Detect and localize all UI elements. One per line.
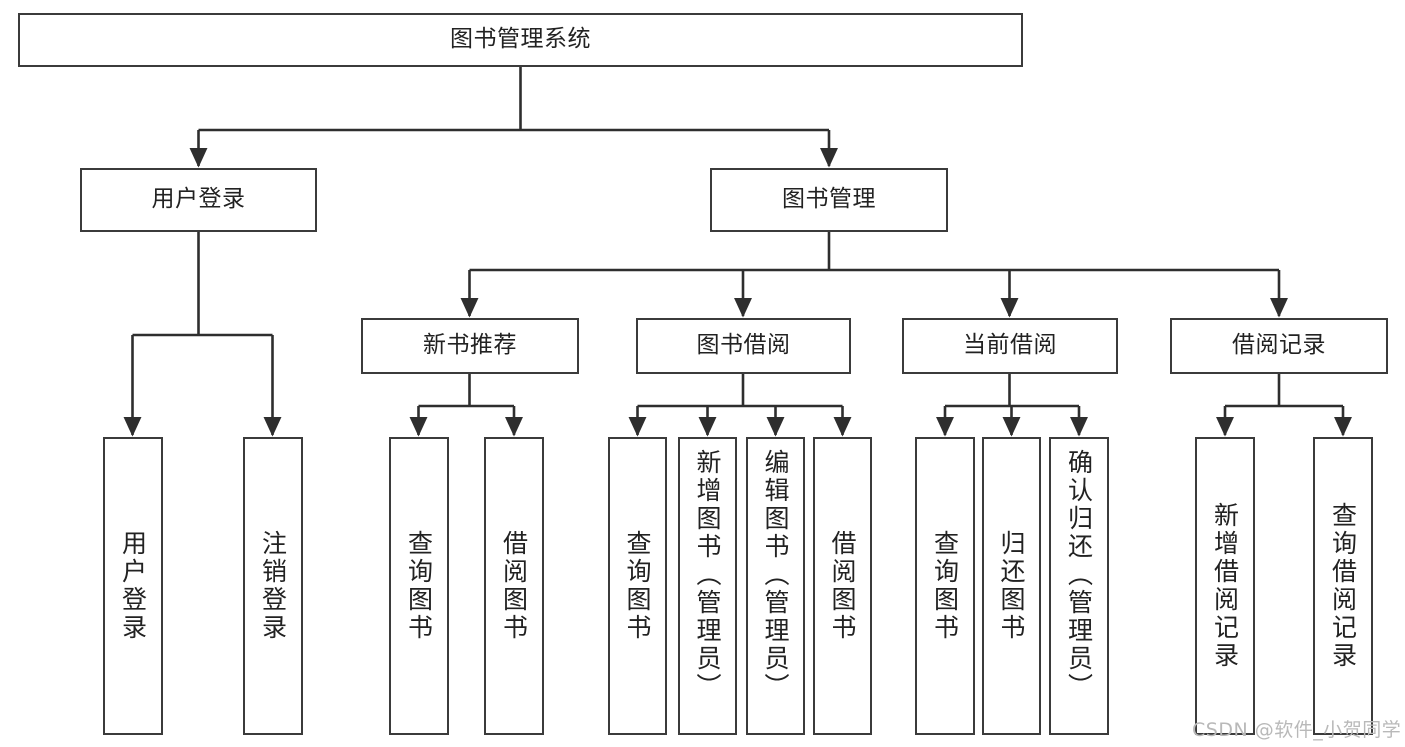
node-leaf-add-book[interactable]: 新增图书（管理员）: [678, 437, 737, 735]
watermark: CSDN @软件_小贺同学: [1192, 719, 1402, 741]
node-leaf-query-book-rec[interactable]: 查询图书: [389, 437, 449, 735]
node-leaf-query-book-rec-label: 查询图书: [404, 530, 434, 642]
node-leaf-query-record-label: 查询借阅记录: [1328, 502, 1358, 670]
node-root[interactable]: 图书管理系统: [18, 13, 1023, 67]
node-leaf-query-record[interactable]: 查询借阅记录: [1313, 437, 1373, 735]
node-book-borrow-label: 图书借阅: [696, 332, 791, 359]
node-borrow-record-label: 借阅记录: [1232, 332, 1326, 359]
node-leaf-return-book-label: 归还图书: [997, 530, 1026, 642]
node-leaf-user-login-label: 用户登录: [118, 530, 148, 642]
node-book-manage[interactable]: 图书管理: [710, 168, 948, 232]
node-leaf-edit-book[interactable]: 编辑图书（管理员）: [746, 437, 805, 735]
node-leaf-add-record-label: 新增借阅记录: [1210, 502, 1240, 670]
node-new-book-recommend[interactable]: 新书推荐: [361, 318, 579, 374]
node-borrow-record[interactable]: 借阅记录: [1170, 318, 1388, 374]
node-leaf-query-book-cur[interactable]: 查询图书: [915, 437, 975, 735]
node-leaf-logout[interactable]: 注销登录: [243, 437, 303, 735]
node-root-label: 图书管理系统: [450, 26, 591, 53]
node-book-borrow[interactable]: 图书借阅: [636, 318, 851, 374]
node-leaf-borrow-book[interactable]: 借阅图书: [813, 437, 872, 735]
node-leaf-borrow-book-rec-label: 借阅图书: [499, 530, 529, 642]
node-leaf-user-login[interactable]: 用户登录: [103, 437, 163, 735]
node-leaf-add-record[interactable]: 新增借阅记录: [1195, 437, 1255, 735]
node-leaf-add-book-label: 新增图书（管理员）: [693, 449, 722, 701]
node-leaf-query-book-cur-label: 查询图书: [930, 530, 960, 642]
node-leaf-borrow-book-label: 借阅图书: [828, 530, 857, 642]
node-leaf-borrow-book-rec[interactable]: 借阅图书: [484, 437, 544, 735]
node-leaf-query-book-label: 查询图书: [623, 530, 652, 642]
node-leaf-return-book[interactable]: 归还图书: [982, 437, 1041, 735]
node-new-book-recommend-label: 新书推荐: [423, 332, 517, 359]
node-leaf-edit-book-label: 编辑图书（管理员）: [761, 449, 790, 701]
node-user-login[interactable]: 用户登录: [80, 168, 317, 232]
node-leaf-query-book[interactable]: 查询图书: [608, 437, 667, 735]
node-user-login-label: 用户登录: [151, 186, 246, 213]
node-leaf-logout-label: 注销登录: [258, 530, 288, 642]
node-book-manage-label: 图书管理: [782, 186, 876, 213]
node-leaf-confirm-return[interactable]: 确认归还（管理员）: [1049, 437, 1109, 735]
node-current-borrow[interactable]: 当前借阅: [902, 318, 1118, 374]
node-leaf-confirm-return-label: 确认归还（管理员）: [1064, 449, 1094, 701]
node-current-borrow-label: 当前借阅: [963, 332, 1057, 359]
